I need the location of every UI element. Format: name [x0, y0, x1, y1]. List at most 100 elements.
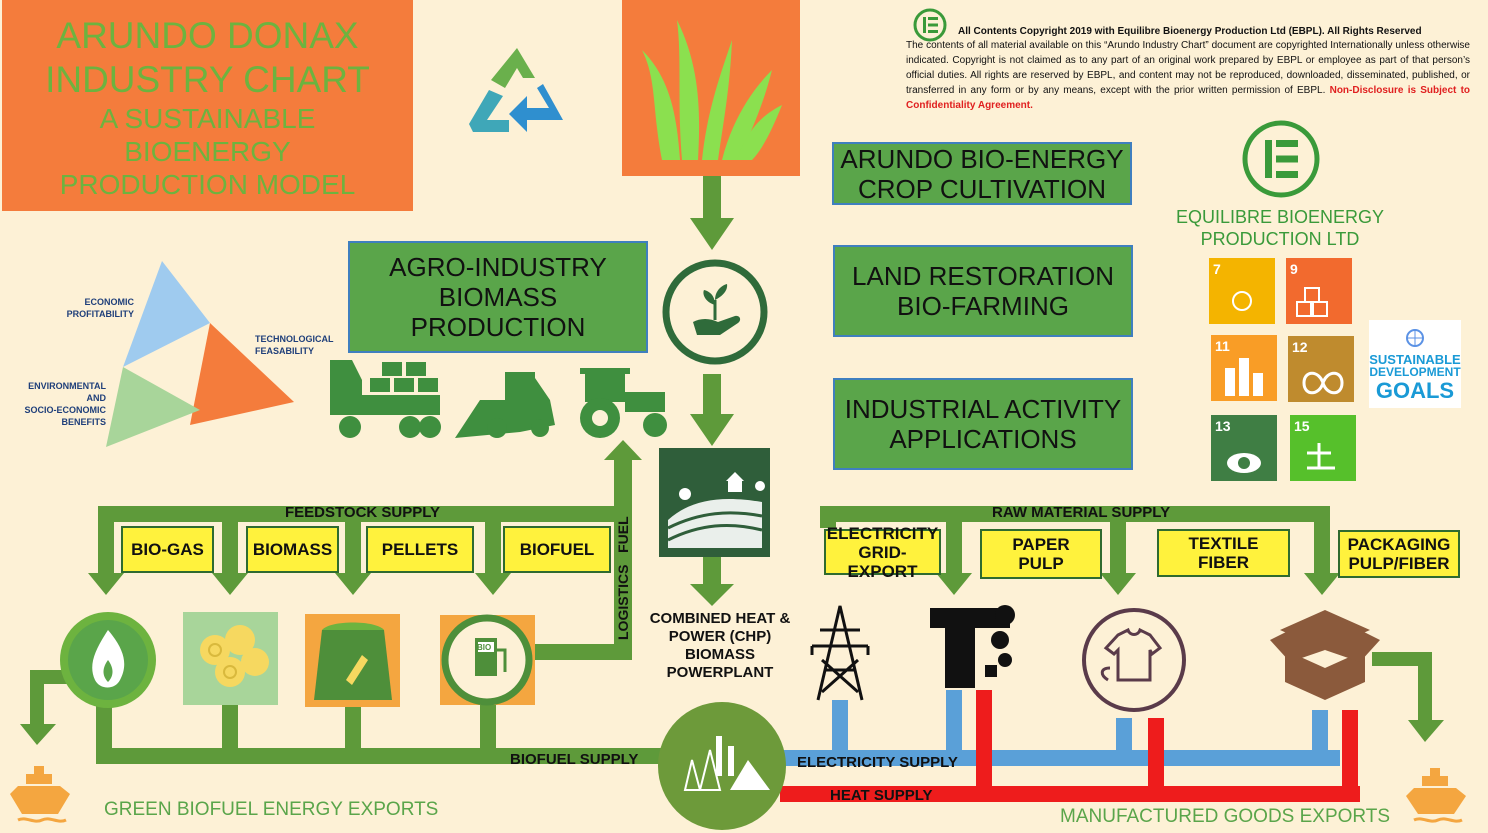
- biofuel-supply-label: BIOFUEL SUPPLY: [510, 751, 639, 768]
- technological-label: TECHNOLOGICAL FEASABILITY: [255, 333, 334, 357]
- company-logo-icon: [1242, 120, 1320, 198]
- biogas-flame-icon: [60, 612, 156, 708]
- logistics-word: LOGISTICS: [615, 564, 631, 640]
- crop-cultivation-line2: CROP CULTIVATION: [858, 173, 1106, 204]
- arrow-plant-to-field: [690, 374, 734, 446]
- biofuel-label: BIOFUEL: [503, 526, 611, 573]
- sdg-goal-number: 15: [1294, 418, 1310, 434]
- tractor-icon: [580, 368, 667, 438]
- logistics-fuel-arrow: [535, 440, 642, 660]
- sdg-goal-number: 9: [1290, 261, 1298, 277]
- paper-label-line1: PAPER: [1012, 535, 1070, 554]
- arrow-field-to-chp: [690, 557, 734, 606]
- bio-pump-text: BIO: [477, 643, 491, 652]
- crop-cultivation-line1: ARUNDO BIO-ENERGY: [840, 143, 1124, 174]
- company-logo-small-icon: [913, 8, 947, 42]
- company-name: EQUILIBRE BIOENERGY PRODUCTION LTD: [1150, 206, 1410, 250]
- feedstock-supply-label: FEEDSTOCK SUPPLY: [285, 504, 441, 521]
- electricity-label-line2: GRID-EXPORT: [847, 542, 918, 581]
- sdg-goal-number: 7: [1213, 261, 1221, 277]
- paper-label-line2: PULP: [1018, 554, 1064, 573]
- harvester-icon: [455, 372, 555, 438]
- agro-industry-line2: BIOMASS PRODUCTION: [410, 282, 586, 342]
- fuel-word: FUEL: [615, 516, 631, 553]
- truck-icon: [330, 360, 441, 438]
- manufactured-export-arrow: [1372, 652, 1444, 742]
- green-biofuel-exports-label: GREEN BIOFUEL ENERGY EXPORTS: [104, 799, 439, 820]
- chp-label-line1: COMBINED HEAT &: [649, 610, 791, 627]
- packaging-label-line1: PACKAGING: [1347, 535, 1451, 554]
- pellets-sack-icon: [305, 614, 400, 707]
- title-box: ARUNDO DONAX INDUSTRY CHART A SUSTAINABL…: [2, 0, 413, 211]
- sdg-goal-number: 11: [1215, 338, 1230, 354]
- un-emblem-icon: [1406, 329, 1424, 347]
- recycle-icon: [469, 48, 563, 132]
- ship-icon-right: [1406, 768, 1466, 823]
- sdg-logo-line2: DEVELOPMENT: [1369, 365, 1461, 379]
- pellets-label: PELLETS: [366, 526, 474, 573]
- industrial-activity-line2: APPLICATIONS: [889, 424, 1077, 454]
- sdg-goal-number: 13: [1215, 418, 1231, 434]
- biomass-label: BIOMASS: [246, 526, 339, 573]
- sdg-logo-line1: SUSTAINABLE: [1369, 352, 1461, 367]
- chp-label-line4: POWERPLANT: [666, 664, 774, 681]
- textile-label-line1: TEXTILE: [1188, 534, 1259, 553]
- sdg-goal-number: 12: [1292, 339, 1308, 355]
- chp-label-line2: POWER (CHP): [668, 628, 772, 645]
- chp-label-line3: BIOMASS: [684, 646, 755, 663]
- electricity-label-line1: ELECTRICITY: [826, 523, 939, 543]
- pylon-icon: [810, 605, 870, 701]
- economic-label-line1: ECONOMIC: [84, 297, 135, 307]
- environmental-label-line1: ENVIRONMENTAL: [28, 381, 106, 391]
- environmental-label-line4: BENEFITS: [61, 417, 106, 427]
- chp-powerplant-icon: [658, 702, 786, 830]
- logistics-fuel-label: LOGISTICS FUEL: [615, 516, 631, 640]
- chp-label: COMBINED HEAT & POWER (CHP) BIOMASS POWE…: [640, 610, 800, 682]
- agro-industry-line1: AGRO-INDUSTRY: [389, 252, 607, 282]
- packaging-box-icon: [1270, 610, 1380, 700]
- heat-supply-lines: [780, 690, 1360, 802]
- raw-material-supply-label: RAW MATERIAL SUPPLY: [992, 504, 1171, 521]
- land-restoration-line1: LAND RESTORATION: [852, 261, 1114, 291]
- textile-shirt-icon: [1082, 608, 1186, 712]
- environmental-label: ENVIRONMENTAL AND SOCIO-ECONOMIC BENEFIT…: [18, 380, 106, 428]
- ship-icon-left: [10, 766, 70, 823]
- manufactured-goods-exports-label: MANUFACTURED GOODS EXPORTS: [1060, 806, 1391, 827]
- paper-roll-icon: [930, 605, 1015, 688]
- title-line2: INDUSTRY CHART: [45, 59, 370, 100]
- land-restoration-line2: BIO-FARMING: [897, 291, 1069, 321]
- feedstock-supply-frame: [88, 506, 623, 595]
- title-line1: ARUNDO DONAX: [56, 15, 359, 56]
- packaging-label-line2: PULP/FIBER: [1348, 554, 1450, 573]
- subtitle-line1: A SUSTAINABLE: [99, 103, 316, 134]
- biofuel-supply-network: [20, 670, 676, 764]
- subtitle-line2: BIOENERGY: [124, 136, 291, 167]
- grass-icon: [622, 0, 800, 176]
- heat-supply-label: HEAT SUPPLY: [830, 787, 933, 804]
- environmental-label-line2: AND: [86, 393, 107, 403]
- electricity-supply-lines: [780, 690, 1340, 766]
- technological-label-line2: FEASABILITY: [255, 346, 315, 356]
- copyright-body: The contents of all material available o…: [906, 38, 1470, 113]
- company-name-line1: EQUILIBRE BIOENERGY: [1175, 207, 1385, 227]
- arrow-grass-to-plant: [690, 176, 734, 250]
- company-name-line2: PRODUCTION LTD: [1200, 229, 1360, 249]
- biofuel-pump-icon: [440, 614, 535, 706]
- subtitle-line3: PRODUCTION MODEL: [59, 169, 356, 200]
- sdg-logo: SUSTAINABLE DEVELOPMENT GOALS: [1369, 320, 1461, 408]
- confidentiality-warning: Non-Disclosure is Subject to Confidentia…: [906, 85, 1471, 111]
- biogas-label: BIO-GAS: [121, 526, 214, 573]
- economic-label-line2: PROFITABILITY: [66, 309, 134, 319]
- environmental-label-line3: SOCIO-ECONOMIC: [24, 405, 106, 415]
- raw-material-supply-frame: [820, 506, 1340, 595]
- technological-label-line1: TECHNOLOGICAL: [255, 334, 334, 344]
- sdg-logo-line3: GOALS: [1375, 378, 1455, 403]
